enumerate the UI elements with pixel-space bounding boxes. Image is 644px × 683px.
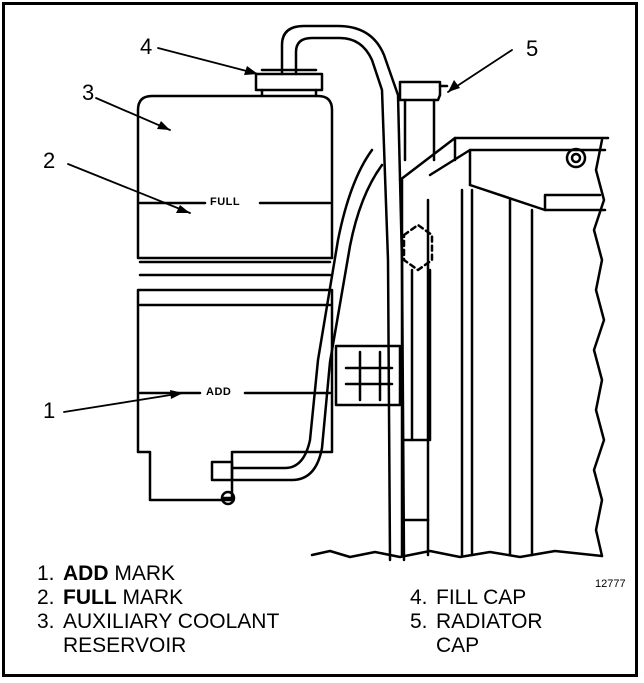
legend-item-bold: ADD: [63, 562, 109, 585]
legend-item-3: 3. AUXILIARY COOLANT: [37, 610, 279, 634]
callout-5: 5: [526, 36, 539, 61]
legend-left: 1. ADD MARK 2. FULL MARK 3. AUXILIARY CO…: [37, 562, 279, 658]
legend-item-number: 3.: [37, 610, 55, 633]
legend-item-number: 4.: [410, 586, 428, 609]
overflow-hose: [280, 24, 406, 562]
fill-cap: [254, 68, 324, 98]
legend-item-4: 4. FILL CAP: [410, 586, 543, 610]
radiator-cap: [398, 80, 449, 162]
callout-1: 1: [43, 398, 56, 423]
legend-item-number: [37, 634, 63, 658]
legend-item-text: MARK: [116, 586, 184, 609]
legend-item-text: AUXILIARY COOLANT: [63, 610, 280, 633]
legend-item-bold: FULL: [63, 586, 117, 609]
legend-item-5: 5. RADIATOR: [410, 610, 543, 634]
figure-number: 12777: [595, 578, 626, 590]
callout-2: 2: [43, 148, 56, 173]
legend-item-number: 5.: [410, 610, 428, 633]
leader-lines: [63, 47, 513, 413]
leader-line-3: [95, 97, 171, 131]
legend-item-3-cont: RESERVOIR: [37, 634, 279, 658]
callout-4: 4: [140, 34, 153, 59]
legend-item-text: FILL CAP: [436, 586, 527, 609]
legend-item-number: 2.: [37, 586, 55, 609]
bottom-hose: [230, 148, 384, 482]
leader-line-4: [157, 47, 259, 75]
mounting-bracket: [334, 344, 402, 407]
legend-right: 4. FILL CAP 5. RADIATOR CAP: [410, 586, 543, 658]
legend-item-1: 1. ADD MARK: [37, 562, 279, 586]
legend-item-number: [410, 634, 436, 658]
legend-item-2: 2. FULL MARK: [37, 586, 279, 610]
auxiliary-coolant-reservoir: [136, 94, 334, 506]
leader-line-1: [63, 392, 184, 413]
radiator: [310, 136, 610, 559]
full-mark-label: FULL: [209, 196, 242, 208]
legend-item-text: MARK: [108, 562, 176, 585]
legend-item-text: RADIATOR: [436, 610, 543, 633]
leader-line-5: [447, 49, 513, 93]
legend-item-5-cont: CAP: [410, 634, 543, 658]
add-mark-label: ADD: [205, 386, 233, 398]
callout-3: 3: [82, 80, 95, 105]
leader-line-2: [67, 163, 191, 214]
legend-item-number: 1.: [37, 562, 55, 585]
leader-arrowheads: [157, 66, 460, 399]
legend-item-text: CAP: [436, 634, 480, 657]
legend-item-text: RESERVOIR: [63, 634, 187, 657]
